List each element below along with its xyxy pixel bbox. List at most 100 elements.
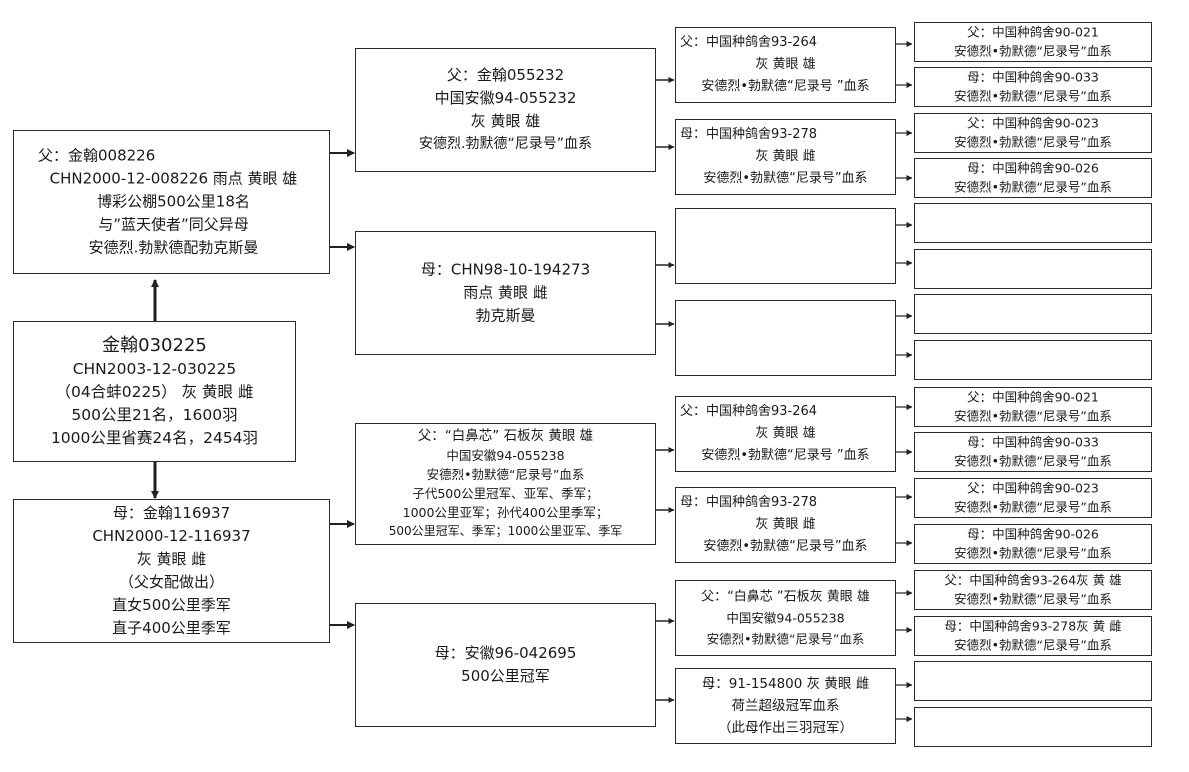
g4-line: 母：中国种鸽舍90-033 (967, 69, 1099, 85)
dam-box: 母：金翰116937 CHN2000-12-116937 灰 黄眼 雌 （父女配… (13, 499, 330, 643)
g4-box: 母：中国种鸽舍93-278灰 黄 雌安德烈•勃默德“尼录号”血系 (914, 616, 1152, 656)
g3-box-empty (675, 300, 896, 376)
g4-line: 父：中国种鸽舍90-023 (967, 480, 1099, 496)
g3-line: 安德烈•勃默德“尼录号”血系 (703, 171, 868, 186)
g3-box: 母：91-154800 灰 黄眼 雌荷兰超级冠军血系 （此母作出三羽冠军） (675, 668, 896, 744)
g4-box-empty (914, 249, 1152, 289)
sire-dam-line: 雨点 黄眼 雌 (463, 283, 548, 302)
dam-sire-line: 500公里冠军、季军；1000公里亚军、季军 (388, 524, 623, 538)
g4-box: 母：中国种鸽舍90-026 安德烈•勃默德“尼录号”血系 (914, 158, 1152, 198)
sire-dam-box: 母：CHN98-10-194273 雨点 黄眼 雌 勃克斯曼 (355, 231, 656, 355)
dam-sire-line: 子代500公里冠军、亚军、季军； (412, 486, 599, 501)
dam-sire-box: 父：“白鼻芯” 石板灰 黄眼 雄 中国安徽94-055238 安德烈•勃默德“尼… (355, 423, 656, 545)
dam-sire-line: 1000公里亚军；孙代400公里季军； (402, 505, 609, 520)
subject-description: （04合蚌0225） 灰 黄眼 雌 (55, 382, 254, 401)
g3-line: 父：中国种鸽舍93-264 (680, 35, 818, 50)
g3-line: 安德烈•勃默德“尼录号”血系 (703, 539, 868, 554)
g4-line: 安德烈•勃默德“尼录号”血系 (954, 499, 1112, 514)
g4-box: 父：中国种鸽舍90-021 安德烈•勃默德“尼录号”血系 (914, 22, 1152, 62)
g4-line: 母：中国种鸽舍90-033 (967, 434, 1099, 450)
g4-box: 母：中国种鸽舍90-033 安德烈•勃默德“尼录号”血系 (914, 67, 1152, 107)
g3-line: （此母作出三羽冠军） (718, 720, 853, 736)
dam-dam-line: 母：安徽96-042695 (434, 644, 577, 662)
subject-ring-number: CHN2003-12-030225 (72, 359, 237, 378)
sire-title: 父：金翰008226 (38, 146, 156, 165)
g3-box-empty (675, 208, 896, 284)
sire-dam-line: 母：CHN98-10-194273 (420, 260, 591, 279)
g4-box: 父：中国种鸽舍93-264灰 黄 雄安德烈•勃默德“尼录号”血系 (914, 570, 1152, 610)
g3-box: 母：中国种鸽舍93-278 灰 黄眼 雌安德烈•勃默德“尼录号”血系 (675, 119, 896, 195)
g4-line: 父：中国种鸽舍93-264灰 黄 雄 (944, 572, 1122, 588)
dam-line: （父女配做出） (118, 573, 224, 591)
g3-line: 安德烈•勃默德“尼录号”血系 (706, 631, 865, 647)
g3-box: 父：中国种鸽舍93-264 灰 黄眼 雄安德烈•勃默德“尼录号 ”血系 (675, 396, 896, 472)
g4-line: 父：中国种鸽舍90-021 (967, 389, 1099, 405)
subject-result: 1000公里省赛24名，2454羽 (50, 428, 259, 447)
dam-line: 灰 黄眼 雌 (136, 550, 207, 568)
g3-line: 母：中国种鸽舍93-278 (680, 495, 818, 510)
g4-line: 安德烈•勃默德“尼录号”血系 (954, 43, 1112, 58)
dam-title: 母：金翰116937 (112, 504, 231, 522)
sire-sire-line: 中国安徽94-055232 (434, 89, 577, 107)
g3-line: 母：91-154800 灰 黄眼 雌 (701, 676, 870, 692)
sire-sire-line: 父：金翰055232 (446, 66, 565, 84)
sire-sire-box: 父：金翰055232 中国安徽94-055232 灰 黄眼 雄 安德烈.勃默德“… (355, 48, 656, 172)
g4-line: 安德烈•勃默德“尼录号”血系 (954, 88, 1112, 103)
g4-line: 母：中国种鸽舍93-278灰 黄 雌 (944, 618, 1122, 634)
g4-line: 安德烈•勃默德“尼录号”血系 (954, 134, 1112, 149)
sire-box: 父：金翰008226 CHN2000-12-008226 雨点 黄眼 雄 博彩公… (13, 130, 330, 274)
g3-line: 荷兰超级冠军血系 (731, 698, 840, 714)
dam-sire-line: 中国安徽94-055238 (446, 448, 565, 463)
sire-line: 博彩公棚500公里18名 (97, 192, 250, 211)
sire-dam-line: 勃克斯曼 (475, 306, 536, 325)
g4-line: 母：中国种鸽舍90-026 (967, 526, 1099, 542)
g4-line: 父：中国种鸽舍90-021 (967, 24, 1099, 40)
subject-name: 金翰030225 (102, 334, 207, 356)
dam-line: 直子400公里季军 (112, 619, 231, 637)
g4-line: 父：中国种鸽舍90-023 (967, 115, 1099, 131)
g4-line: 安德烈•勃默德“尼录号”血系 (954, 591, 1112, 606)
subject-bird-box: 金翰030225 CHN2003-12-030225 （04合蚌0225） 灰 … (13, 321, 296, 462)
dam-dam-line: 500公里冠军 (461, 667, 550, 685)
g4-line: 安德烈•勃默德“尼录号”血系 (954, 453, 1112, 468)
dam-line: 直女500公里季军 (112, 596, 231, 614)
g4-box-empty (914, 340, 1152, 380)
g4-line: 安德烈•勃默德“尼录号”血系 (954, 179, 1112, 194)
g3-line: 安德烈•勃默德“尼录号 ”血系 (701, 448, 870, 463)
g4-box: 母：中国种鸽舍90-026 安德烈•勃默德“尼录号”血系 (914, 524, 1152, 564)
dam-sire-line: 安德烈•勃默德“尼录号”血系 (426, 467, 585, 482)
g4-line: 母：中国种鸽舍90-026 (967, 160, 1099, 176)
g3-line: 父：“白鼻芯 ”石板灰 黄眼 雄 (701, 589, 870, 605)
subject-result: 500公里21名，1600羽 (71, 405, 238, 424)
g3-line: 灰 黄眼 雌 (755, 149, 816, 164)
g3-line: 安德烈•勃默德“尼录号 ”血系 (701, 79, 870, 94)
g3-line: 母：中国种鸽舍93-278 (680, 127, 818, 142)
sire-line: 安德烈.勃默德配勃克斯曼 (88, 238, 259, 257)
g3-line: 中国安徽94-055238 (726, 610, 845, 626)
g3-line: 灰 黄眼 雄 (755, 57, 816, 72)
sire-sire-line: 灰 黄眼 雄 (470, 112, 541, 130)
g3-box: 母：中国种鸽舍93-278 灰 黄眼 雌安德烈•勃默德“尼录号”血系 (675, 487, 896, 563)
g3-line: 灰 黄眼 雄 (755, 426, 816, 441)
g4-box-empty (914, 707, 1152, 747)
g3-line: 父：中国种鸽舍93-264 (680, 404, 818, 419)
sire-line: 与”蓝天使者”同父异母 (98, 215, 249, 234)
g3-line: 灰 黄眼 雌 (755, 517, 816, 532)
sire-sire-line: 安德烈.勃默德“尼录号”血系 (419, 136, 592, 152)
dam-sire-line: 父：“白鼻芯” 石板灰 黄眼 雄 (417, 428, 594, 444)
g4-box: 父：中国种鸽舍90-023 安德烈•勃默德“尼录号”血系 (914, 478, 1152, 518)
g4-line: 安德烈•勃默德“尼录号”血系 (954, 637, 1112, 652)
g3-box: 父：中国种鸽舍93-264 灰 黄眼 雄安德烈•勃默德“尼录号 ”血系 (675, 27, 896, 103)
sire-line: CHN2000-12-008226 雨点 黄眼 雄 (49, 169, 298, 188)
dam-line: CHN2000-12-116937 (92, 527, 251, 545)
g4-box: 母：中国种鸽舍90-033 安德烈•勃默德“尼录号”血系 (914, 432, 1152, 472)
g4-line: 安德烈•勃默德“尼录号”血系 (954, 545, 1112, 560)
g4-box-empty (914, 203, 1152, 243)
g4-box-empty (914, 294, 1152, 334)
dam-dam-box: 母：安徽96-042695 500公里冠军 (355, 603, 656, 727)
g4-box-empty (914, 661, 1152, 701)
g4-box: 父：中国种鸽舍90-023 安德烈•勃默德“尼录号”血系 (914, 113, 1152, 153)
g3-box: 父：“白鼻芯 ”石板灰 黄眼 雄中国安徽94-055238 安德烈•勃默德“尼录号… (675, 580, 896, 656)
